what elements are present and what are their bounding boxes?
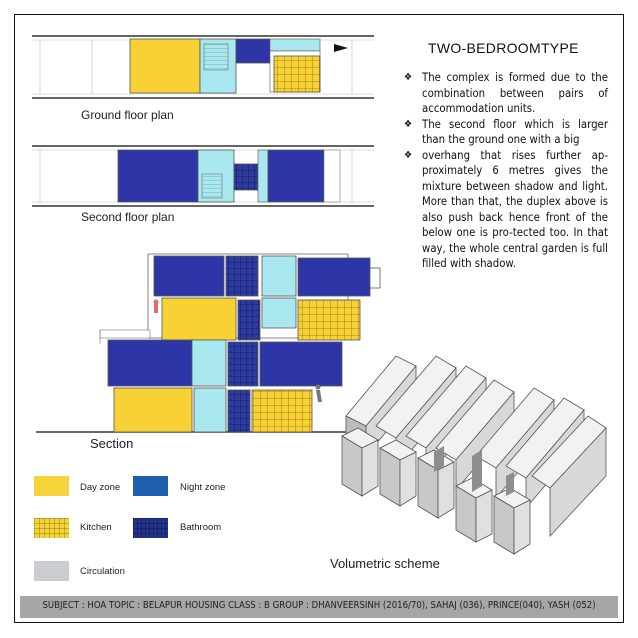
- volumetric-scheme: [341, 355, 607, 555]
- second-floor-label: Second floor plan: [81, 210, 175, 224]
- legend-swatch-bathroom: [133, 518, 168, 538]
- legend-swatch-day: [34, 476, 69, 496]
- section-label: Section: [90, 436, 134, 451]
- section-drawing: [36, 253, 384, 433]
- diamond-bullet-icon: ❖: [404, 118, 413, 130]
- legend-label-circulation: Circulation: [80, 566, 125, 577]
- legend-label-night: Night zone: [180, 482, 226, 493]
- footer-text: SUBJECT : HOA TOPIC : BELAPUR HOUSING CL…: [42, 600, 596, 611]
- legend-label-day: Day zone: [80, 482, 121, 493]
- page-title: TWO-BEDROOMTYPE: [428, 40, 579, 56]
- second-floor-plan: [32, 145, 374, 207]
- bullet-list: ❖The complex is formed due to the combin…: [404, 70, 608, 272]
- legend-swatch-night: [133, 476, 168, 496]
- legend-label-kitchen: Kitchen: [80, 522, 112, 533]
- legend-swatch-circulation: [34, 561, 69, 581]
- ground-floor-plan: [32, 35, 374, 99]
- volumetric-label: Volumetric scheme: [330, 556, 440, 571]
- bullet-item: ❖overhang that rises further ap-proximat…: [404, 148, 608, 271]
- footer-bar: SUBJECT : HOA TOPIC : BELAPUR HOUSING CL…: [20, 596, 618, 618]
- legend-label-bathroom: Bathroom: [180, 522, 222, 533]
- ground-floor-label: Ground floor plan: [81, 108, 174, 122]
- diamond-bullet-icon: ❖: [404, 72, 413, 83]
- diamond-bullet-icon: ❖: [404, 149, 413, 161]
- legend-swatch-kitchen: [34, 518, 69, 538]
- bullet-item: ❖The complex is formed due to the combin…: [404, 71, 608, 115]
- bullet-item: ❖The second floor which is larger than t…: [404, 117, 608, 147]
